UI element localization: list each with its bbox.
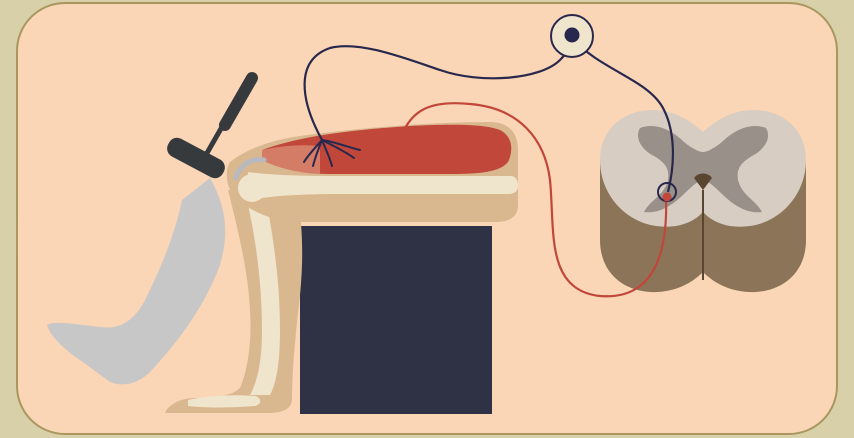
sensory-neuron-node [663, 193, 672, 202]
stool-block [300, 226, 492, 414]
spinal-cord-cross-section-icon [600, 110, 806, 292]
electrode-icon [551, 15, 593, 57]
